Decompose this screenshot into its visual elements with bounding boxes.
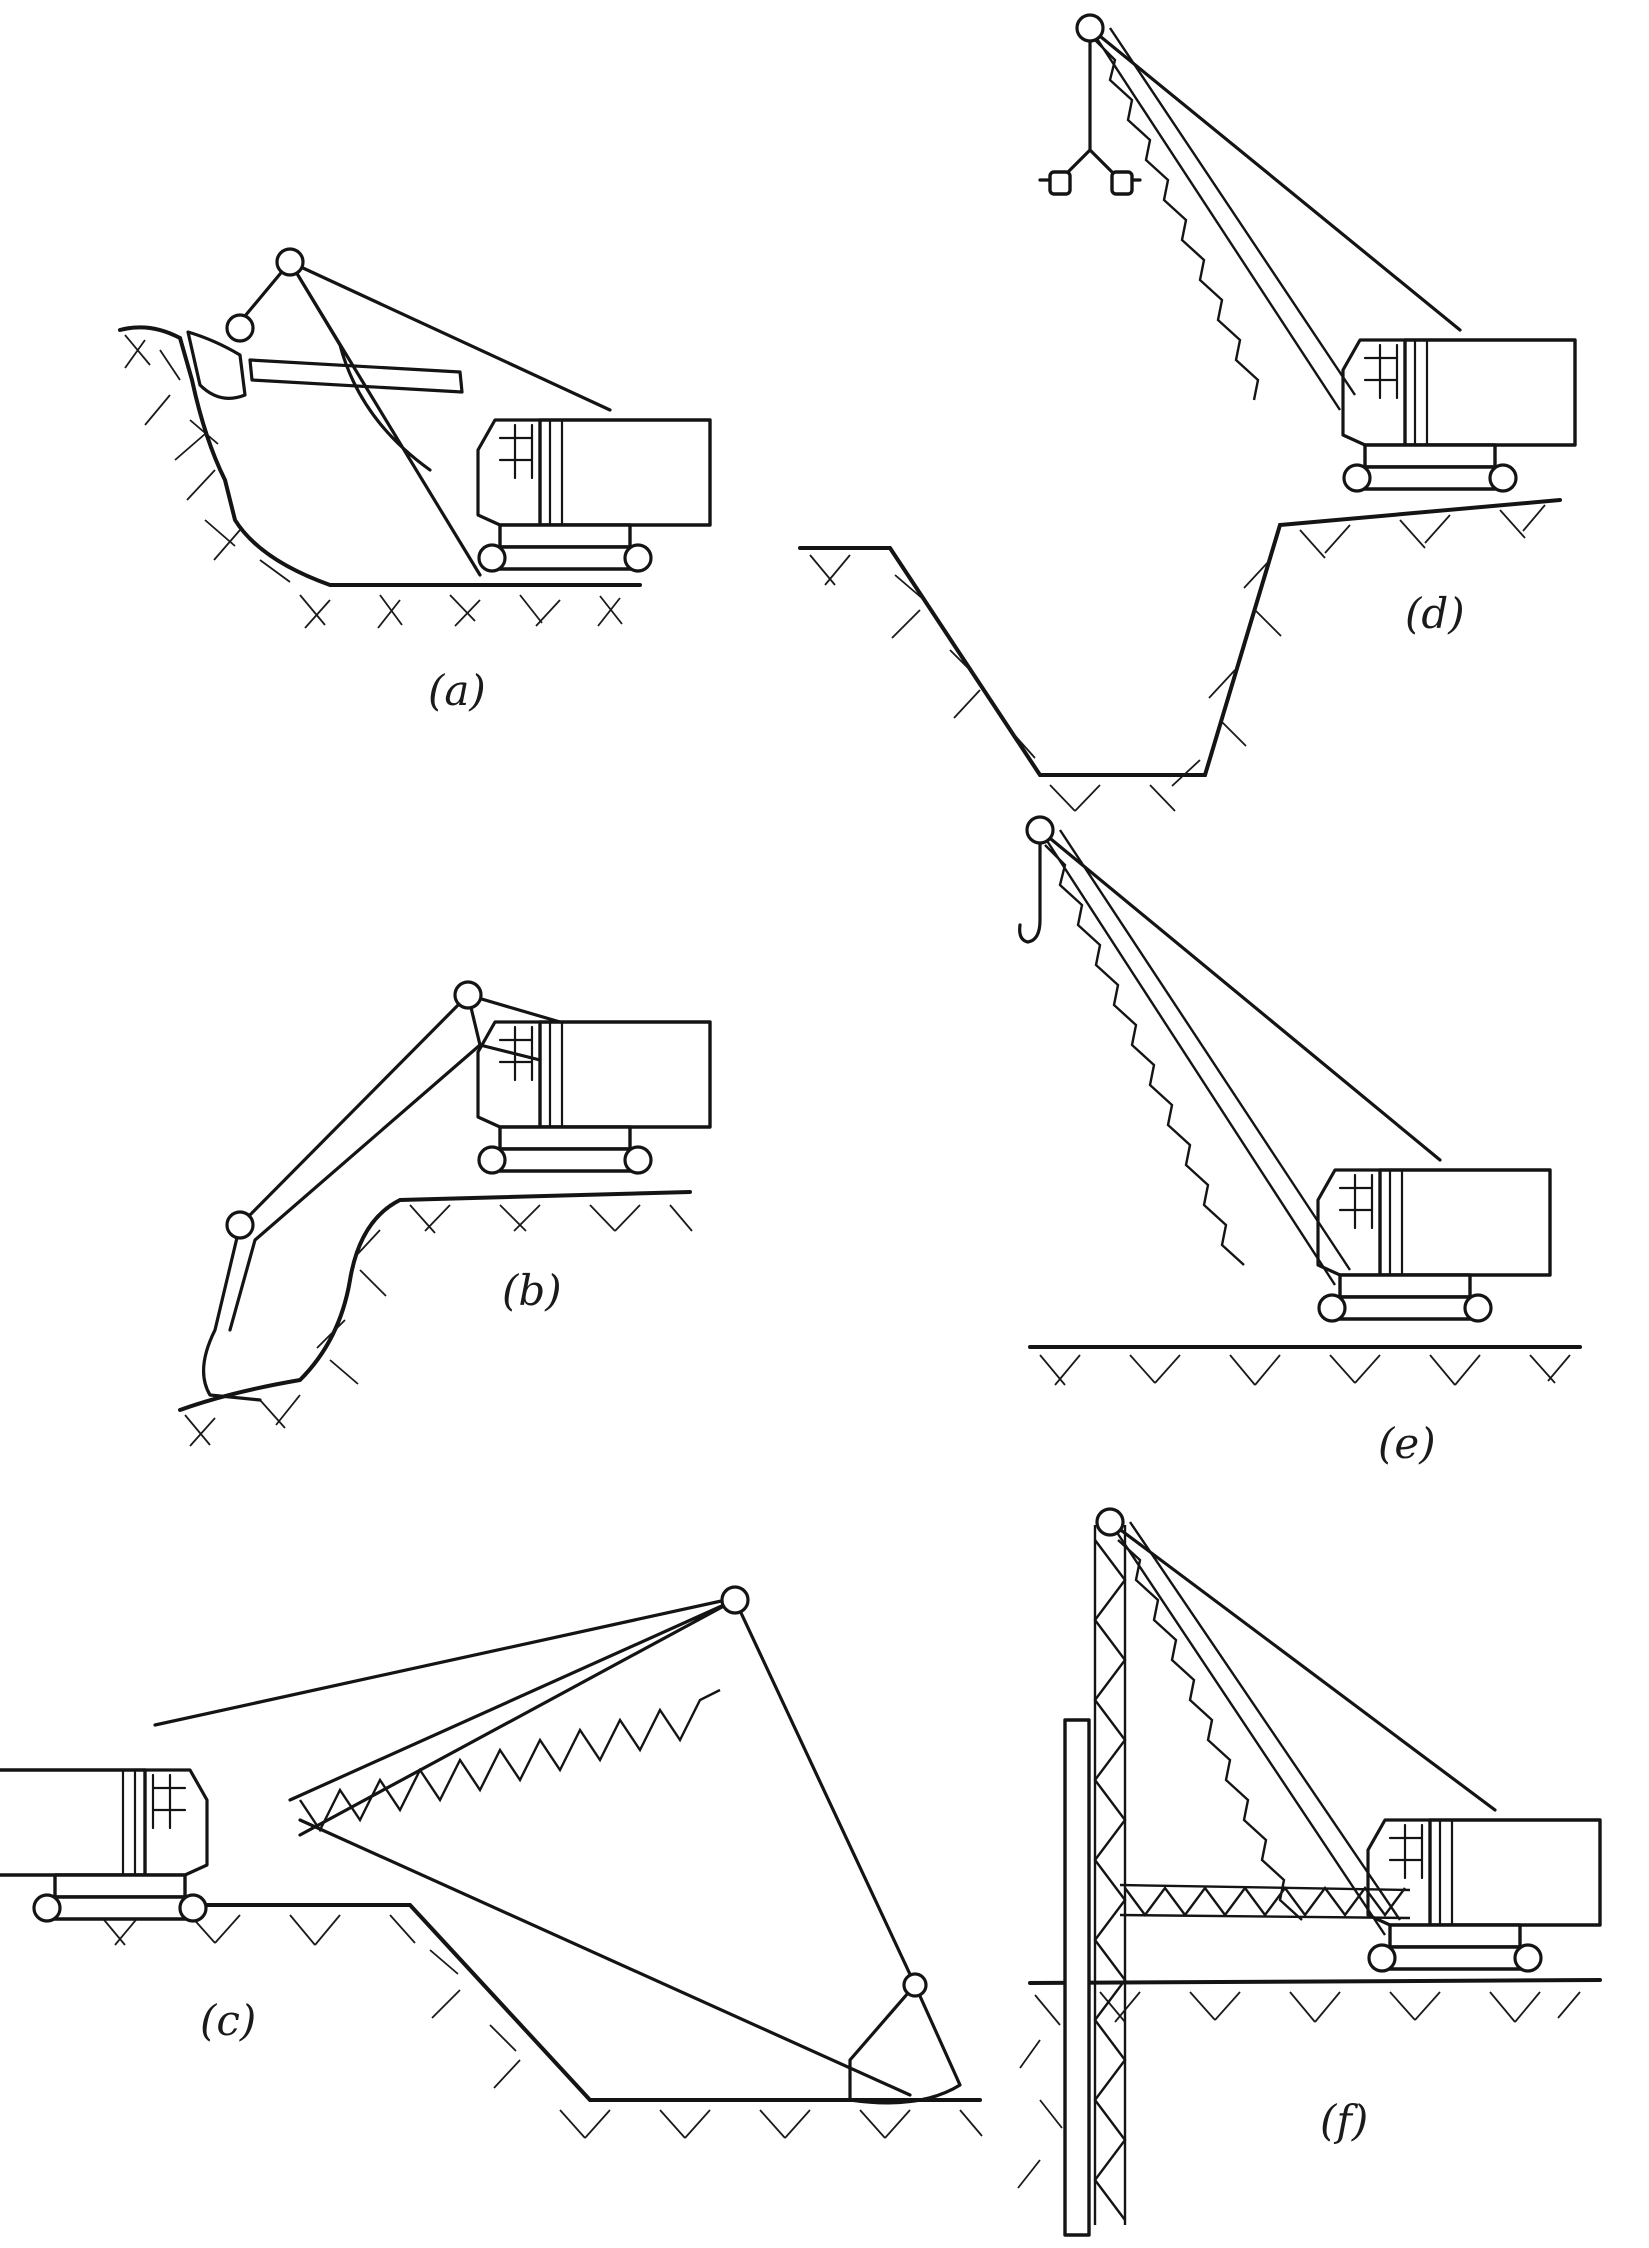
- panel-d-label: (d): [1405, 589, 1465, 638]
- panel-d-clamshell: (d): [798, 13, 1577, 812]
- panel-b-backhoe: (b): [178, 980, 712, 1447]
- panel-e-label: (e): [1378, 1419, 1436, 1468]
- panel-a-label: (a): [428, 666, 486, 715]
- panel-f-label: (f): [1320, 2096, 1368, 2145]
- panel-e-crane: (e): [1018, 815, 1582, 1468]
- panel-c-dragline: (c): [0, 1585, 983, 2139]
- panel-c-label: (c): [200, 1996, 256, 2045]
- panel-f-pile-driver: (f): [1017, 1507, 1602, 2237]
- panel-a-power-shovel: (a): [118, 247, 712, 715]
- panel-b-label: (b): [502, 1266, 562, 1315]
